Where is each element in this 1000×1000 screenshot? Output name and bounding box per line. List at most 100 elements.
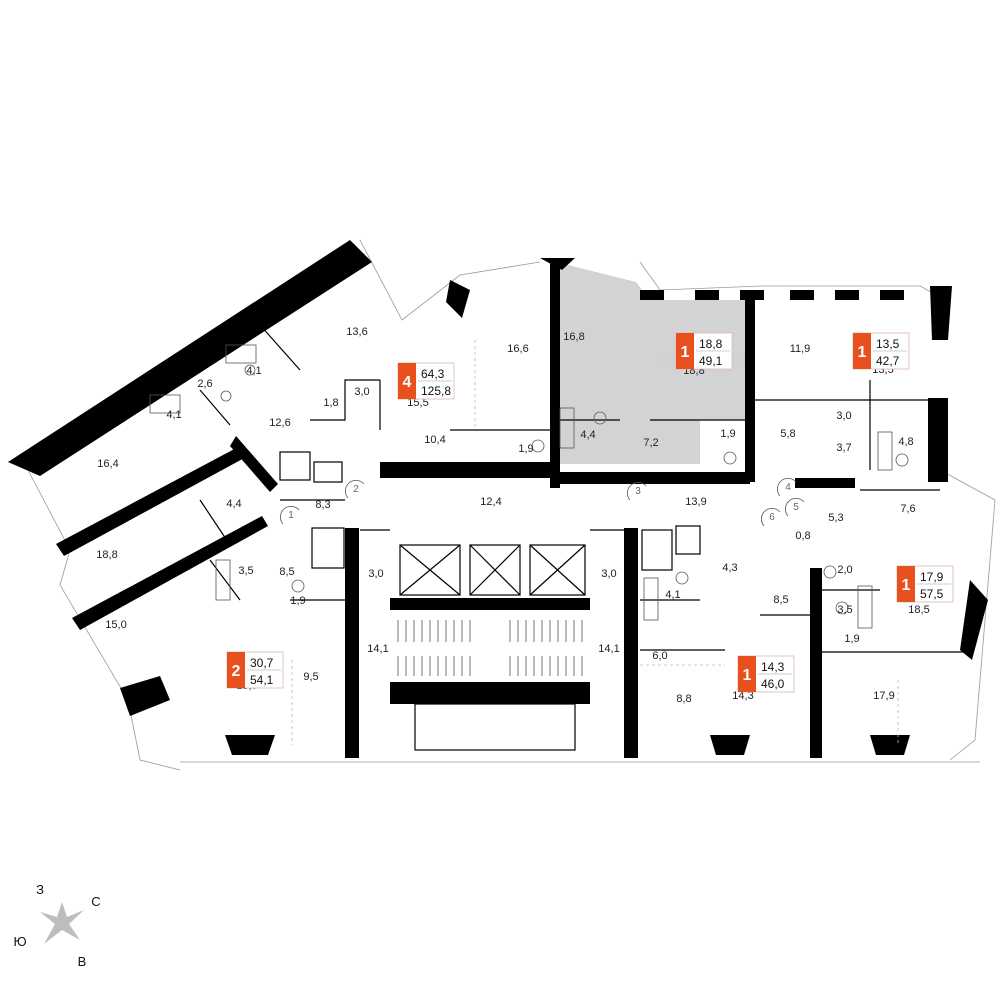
room-area-label: 17,9 [873,690,894,702]
compass-north: З [36,882,44,897]
compass-south: В [78,954,87,969]
room-area-label: 18,8 [96,549,117,561]
room-area-label: 1,9 [720,428,735,440]
rooms-count: 1 [681,344,690,361]
door-number: 3 [635,486,641,497]
door-number: 4 [785,482,791,493]
room-area-label: 5,8 [780,428,795,440]
door-swing [626,482,647,501]
room-area-label: 9,5 [303,671,318,683]
room-area-label: 7,2 [643,437,658,449]
compass-west: Ю [13,934,26,949]
room-area-label: 12,4 [480,496,501,508]
door-swing [344,480,365,499]
room-area-label: 3,5 [837,604,852,616]
room-area-label: 1,9 [290,595,305,607]
room-area-label: 3,0 [836,410,851,422]
rooms-count: 1 [858,344,867,361]
bathroom-fixtures [149,344,909,629]
room-area-label: 13,9 [685,496,706,508]
living-area: 18,8 [699,337,723,351]
room-area-label: 4,1 [166,409,181,421]
room-area-label: 10,4 [424,434,445,446]
total-area: 46,0 [761,677,785,691]
room-area-label: 4,3 [722,562,737,574]
apartment-badge[interactable]: 1 13,5 42,7 [852,332,910,370]
stairs [397,620,583,676]
door-number: 2 [353,484,359,495]
rooms-count: 4 [403,374,412,391]
door-number: 5 [793,502,799,513]
door-number: 6 [769,512,775,523]
apartment-badge[interactable]: 2 30,7 54,1 [226,651,284,689]
room-area-label: 3,0 [354,386,369,398]
total-area: 49,1 [699,354,723,368]
room-area-label: 8,3 [315,499,330,511]
apartment-badge[interactable]: 1 14,3 46,0 [737,655,795,693]
room-area-label: 8,8 [676,693,691,705]
rooms-count-box [227,652,245,688]
room-area-label: 1,9 [844,633,859,645]
total-area: 54,1 [250,673,274,687]
room-area-label: 15,5 [407,397,428,409]
compass-east: С [91,894,100,909]
room-area-label: 3,0 [601,568,616,580]
apartment-badge[interactable]: 1 18,8 49,1 [675,332,733,370]
room-area-label: 2,6 [197,378,212,390]
room-area-label: 11,9 [790,343,811,355]
room-area-label: 8,5 [279,566,294,578]
room-area-label: 4,1 [246,365,261,377]
room-area-label: 7,6 [900,503,915,515]
room-area-label: 15,0 [105,619,126,631]
outer-glazing [27,239,996,771]
door-swing [776,478,797,497]
room-area-label: 4,8 [898,436,913,448]
room-area-label: 4,1 [665,589,680,601]
compass: З С В Ю [13,882,100,969]
room-area-label: 5,3 [828,512,843,524]
living-area: 64,3 [421,367,445,381]
room-area-label: 8,5 [773,594,788,606]
room-area-label: 2,0 [837,564,852,576]
living-area: 14,3 [761,660,785,674]
rooms-count-box [897,566,915,602]
room-area-label: 13,6 [346,326,367,338]
door-number: 1 [288,510,294,521]
rooms-count-box [676,333,694,369]
total-area: 57,5 [920,587,944,601]
living-area: 17,9 [920,570,944,584]
door-swing [760,508,781,527]
living-area: 13,5 [876,337,900,351]
room-area-label: 14,1 [598,643,619,655]
room-area-label: 0,8 [795,530,810,542]
rooms-count-box [853,333,871,369]
room-area-label: 12,6 [269,417,290,429]
room-area-label: 16,8 [563,331,584,343]
compass-star-icon [40,902,84,944]
walls [8,240,988,758]
room-area-label: 3,5 [238,565,253,577]
room-area-label: 16,4 [97,458,118,470]
room-area-label: 14,1 [367,643,388,655]
partitions [139,324,965,751]
room-area-label: 6,0 [652,650,667,662]
room-area-label: 3,7 [836,442,851,454]
total-area: 42,7 [876,354,900,368]
rooms-count: 1 [743,667,752,684]
room-labels: 13,6 2,6 4,1 4,1 16,4 12,6 1,8 3,0 15,5 16,6 10,4 1… [96,326,929,705]
living-area: 30,7 [250,656,274,670]
door-markers: 1 2 3 45 6 [279,478,805,527]
room-area-label: 18,5 [908,604,929,616]
room-area-label: 1,8 [323,397,338,409]
room-area-label: 4,4 [580,429,595,441]
room-area-label: 4,4 [226,498,241,510]
rooms-count: 2 [232,663,241,680]
room-area-label: 16,6 [507,343,528,355]
rooms-count-box [398,363,416,399]
room-area-label: 1,9 [518,443,533,455]
room-area-label: 14,3 [732,690,753,702]
